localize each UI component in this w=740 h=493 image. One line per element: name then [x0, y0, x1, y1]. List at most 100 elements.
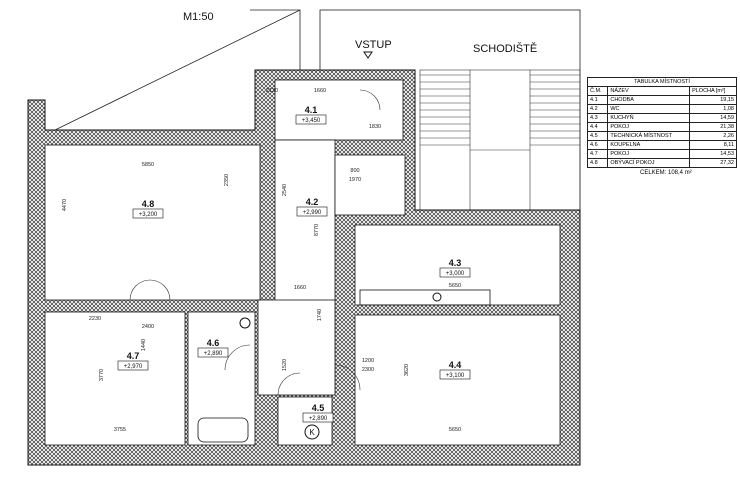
corridor: [257, 299, 336, 396]
level-box: [117, 360, 149, 371]
dimension-label: 5650: [449, 427, 461, 433]
entrance-arrow-icon: [363, 51, 373, 59]
toilet-icon: [239, 317, 251, 329]
room-number-label: 4.5: [312, 403, 325, 413]
room-number-label: 4.2: [306, 197, 319, 207]
dimension-label: 1830: [369, 124, 381, 130]
room-number: 4.7: [586, 149, 609, 159]
room-level-label: +2,970: [124, 364, 143, 370]
dimension-label: 1440: [141, 339, 147, 351]
dimension-label: 5650: [449, 283, 461, 289]
room-area: 27,32: [689, 158, 737, 168]
entrance-label: VSTUP: [355, 39, 392, 51]
room-name: CHODBA: [607, 95, 691, 105]
dimension-label: 800: [350, 168, 359, 174]
dimension-label: 3755: [114, 427, 126, 433]
room-name: POKOJ: [607, 149, 691, 159]
room-level-label: +3,100: [446, 373, 465, 379]
level-box: [296, 206, 328, 217]
level-box: [197, 347, 229, 358]
room-number-label: 4.3: [449, 258, 462, 268]
room-number: 4.5: [586, 131, 609, 141]
dimension-label: 4470: [62, 199, 68, 211]
room-level-label: +2,890: [204, 351, 223, 357]
room-level-label: +3,450: [302, 118, 321, 124]
dimension-label: 3620: [404, 364, 410, 376]
dimension-label: 1520: [282, 359, 288, 371]
sink-icon: [432, 292, 442, 302]
roof-line: [54, 9, 301, 131]
dimension-label: 1660: [294, 285, 306, 291]
room-number: 4.3: [586, 113, 609, 123]
room-number-label: 4.1: [305, 105, 318, 115]
room-name: WC: [607, 104, 691, 114]
room-number-label: 4.8: [142, 199, 155, 209]
room-level-label: +3,200: [139, 212, 158, 218]
room-4-4: [354, 314, 561, 446]
room-name: KOUPELNA: [607, 140, 691, 150]
room-area: 21,38: [689, 122, 737, 132]
dimension-label: 2130: [266, 88, 278, 94]
level-box: [295, 114, 327, 125]
dimension-label: 5850: [142, 162, 154, 168]
room-table: TABULKA MÍSTNOSTÍ Č.M. NÁZEV PLOCHA [m²]…: [586, 77, 737, 168]
col-header-area: PLOCHA [m²]: [689, 86, 737, 96]
meter-label: K: [309, 428, 315, 437]
room-number: 4.8: [586, 158, 609, 168]
dimension-label: 3770: [99, 369, 105, 381]
room-area: 14,53: [689, 149, 737, 159]
scale-label: M1:50: [183, 11, 214, 23]
kitchen-counter: [359, 289, 491, 306]
room-level-label: +2,990: [303, 210, 322, 216]
meter-k-icon: [304, 424, 320, 440]
col-header-number: Č.M.: [586, 86, 609, 96]
staircase-label: SCHODIŠTĚ: [473, 42, 537, 55]
bathtub-icon: [197, 417, 249, 443]
col-header-name: NÁZEV: [607, 86, 691, 96]
room-number-label: 4.7: [127, 351, 140, 361]
room-4-1: [274, 79, 404, 141]
room-level-label: +3,000: [446, 271, 465, 277]
level-box: [302, 412, 334, 423]
room-area: 2,26: [689, 131, 737, 141]
room-4-8: [44, 144, 261, 301]
room-level-label: +2,890: [309, 416, 328, 422]
dimension-label: 2300: [362, 367, 374, 373]
room-table-total: CELKEM: 108,4 m²: [640, 170, 692, 176]
room-number: 4.4: [586, 122, 609, 132]
room-number-label: 4.4: [449, 360, 462, 370]
room-name: TECHNICKÁ MÍSTNOST: [607, 131, 691, 141]
level-box: [439, 369, 471, 380]
dimension-label: 1740: [317, 309, 323, 321]
room-area: 14,59: [689, 113, 737, 123]
level-box: [439, 267, 471, 278]
dimension-label: 2540: [282, 184, 288, 196]
doors: [129, 89, 381, 396]
room-table-title: TABULKA MÍSTNOSTÍ: [587, 77, 737, 87]
dimension-label: 8770: [314, 224, 320, 236]
dimension-label: 2230: [89, 316, 101, 322]
dimension-label: 1970: [349, 177, 361, 183]
wc: [334, 154, 406, 216]
room-number: 4.1: [586, 95, 609, 105]
room-number: 4.2: [586, 104, 609, 114]
room-name: POKOJ: [607, 122, 691, 132]
level-box: [132, 208, 164, 219]
room-area: 1,08: [689, 104, 737, 114]
room-name: KUCHYŇ: [607, 113, 691, 123]
room-4-7: [44, 311, 186, 446]
room-number-label: 4.6: [207, 338, 220, 348]
room-name: OBÝVACÍ POKOJ: [607, 158, 691, 168]
dimension-label: 2400: [142, 324, 154, 330]
rooms: [44, 79, 561, 446]
